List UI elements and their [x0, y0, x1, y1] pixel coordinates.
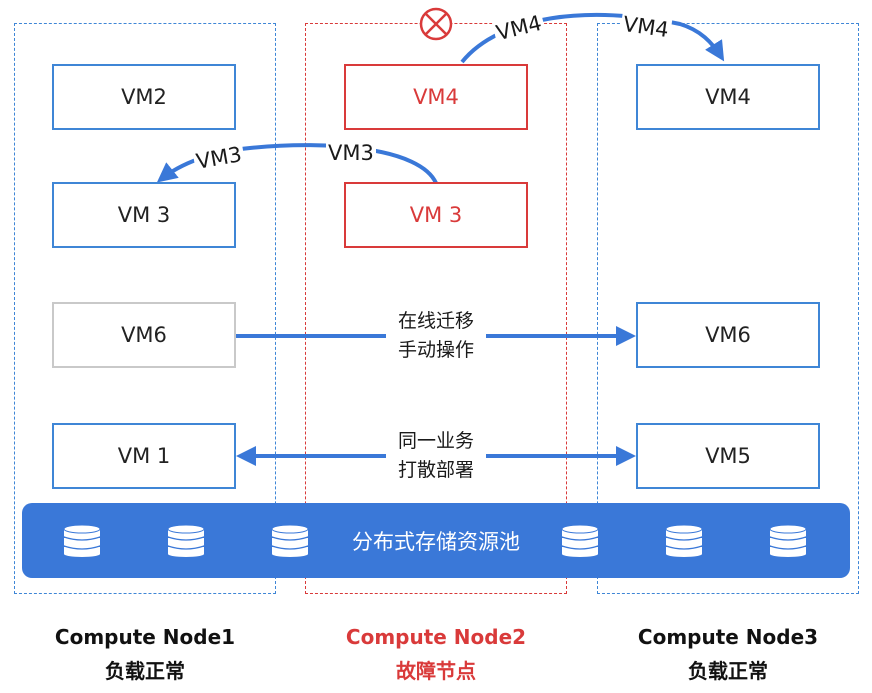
fault-x-icon [419, 7, 453, 41]
node1-vm3[interactable]: VM 3 [52, 182, 236, 248]
live-migrate-line1: 在线迁移 [397, 310, 474, 332]
live-migrate-line2: 手动操作 [397, 339, 474, 361]
node1-title: Compute Node1 负载正常 [14, 620, 276, 688]
storage-pool-label: 分布式存储资源池 [352, 529, 520, 554]
live-migrate-label: 在线迁移 手动操作 [386, 307, 486, 365]
node2-vm4[interactable]: VM4 [344, 64, 528, 130]
same-service-label: 同一业务 打散部署 [386, 427, 486, 485]
same-service-line1: 同一业务 [397, 430, 474, 452]
node1-vm2[interactable]: VM2 [52, 64, 236, 130]
vm3-migration-arrow [156, 143, 438, 184]
storage-pool [22, 503, 850, 578]
node2-vm3[interactable]: VM 3 [344, 182, 528, 248]
node3-vm6[interactable]: VM6 [636, 302, 820, 368]
node1-name: Compute Node1 [54, 625, 236, 649]
same-service-line2: 打散部署 [397, 459, 474, 481]
node3-title: Compute Node3 负载正常 [597, 620, 859, 688]
node1-vm6[interactable]: VM6 [52, 302, 236, 368]
node3-name: Compute Node3 [637, 625, 819, 649]
compute-node3-box [597, 23, 859, 594]
node1-vm1[interactable]: VM 1 [52, 423, 236, 489]
node2-status: 故障节点 [396, 659, 476, 683]
vm3-arrow-label-b: VM3 [326, 141, 376, 165]
node1-status: 负载正常 [105, 659, 185, 683]
node2-title: Compute Node2 故障节点 [305, 620, 567, 688]
node3-vm4[interactable]: VM4 [636, 64, 820, 130]
node3-vm5[interactable]: VM5 [636, 423, 820, 489]
compute-node1-box [14, 23, 276, 594]
node3-status: 负载正常 [688, 659, 768, 683]
node2-name: Compute Node2 [345, 625, 527, 649]
